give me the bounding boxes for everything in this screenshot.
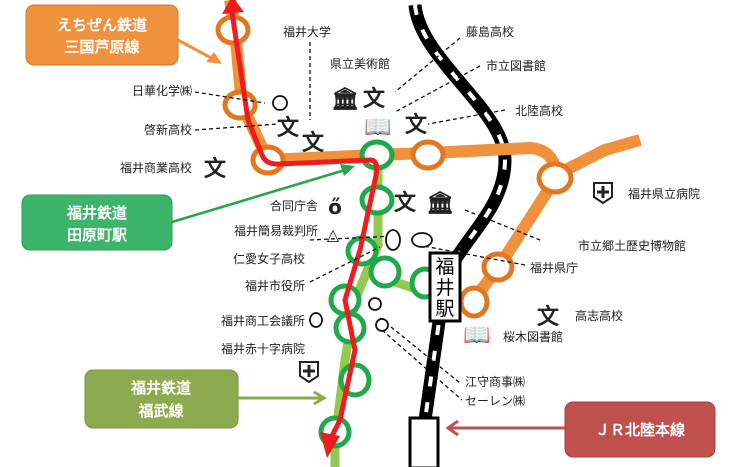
label-emori: 江守商事㈱ <box>465 374 525 389</box>
label-history-museum: 市立郷土歴史博物館 <box>578 238 686 253</box>
label-koshi-hs: 高志高校 <box>575 308 623 323</box>
company-icon <box>272 95 288 111</box>
label-fukui-univ: 福井大学 <box>283 24 331 39</box>
label-chamber: 福井商工会議所 <box>221 313 305 328</box>
label-nikka: 日華化学㈱ <box>132 83 192 98</box>
svg-text:福武線: 福武線 <box>137 402 183 420</box>
gov-office-icon: ő <box>328 195 342 219</box>
school-icon: 文 <box>537 304 560 330</box>
label-city-hall: 福井市役所 <box>245 278 305 293</box>
company-icon <box>375 318 389 332</box>
svg-text:井: 井 <box>435 277 454 299</box>
jr-callout: ＪＲ北陸本線 <box>445 401 716 458</box>
echizen-line-callout: えちぜん鉄道 三国芦原線 <box>25 4 222 66</box>
hospital-icon <box>593 182 613 205</box>
label-jinai-hs: 仁愛女子高校 <box>233 251 305 266</box>
svg-text:ＪＲ北陸本線: ＪＲ北陸本線 <box>595 421 685 439</box>
school-icon: 文 <box>302 130 325 156</box>
label-summary-court: 福井簡易裁判所 <box>234 223 318 238</box>
svg-text:駅: 駅 <box>435 298 454 320</box>
label-pref-office: 福井県庁 <box>530 260 578 275</box>
label-pref-hospital: 福井県立病院 <box>628 186 700 201</box>
tawaramachi-callout: 福井鉄道 田原町駅 <box>21 164 355 251</box>
label-commercial-hs: 福井商業高校 <box>120 160 192 175</box>
hospital-icon <box>299 361 319 384</box>
chamber-icon <box>309 312 323 328</box>
city-hall-icon <box>385 229 401 251</box>
school-icon: 文 <box>277 115 300 141</box>
school-icon: 文 <box>204 156 227 182</box>
library-icon: 📖 <box>463 323 490 348</box>
svg-text:福井鉄道: 福井鉄道 <box>66 204 127 222</box>
pref-office-icon <box>411 232 433 248</box>
label-keishin-hs: 啓新高校 <box>144 122 192 137</box>
museum-icon: 🏛 <box>331 86 359 112</box>
school-icon: 文 <box>405 112 428 138</box>
label-gov-bldg: 合同庁舎 <box>270 198 318 213</box>
label-fujishima-hs: 藤島高校 <box>466 24 514 39</box>
route-arrow <box>222 0 380 458</box>
museum-icon: 🏛 <box>426 190 454 216</box>
svg-text:福井鉄道: 福井鉄道 <box>130 379 191 397</box>
label-hokuriku-hs: 北陸高校 <box>515 103 563 118</box>
label-sakuragi-library: 桜木図書館 <box>503 329 563 344</box>
svg-text:福: 福 <box>435 256 454 278</box>
svg-text:えちぜん鉄道: えちぜん鉄道 <box>57 16 147 34</box>
fukubu-line <box>318 139 441 467</box>
court-icon: △ <box>327 225 340 244</box>
svg-text:田原町駅: 田原町駅 <box>67 226 128 244</box>
leader-lines <box>194 37 541 401</box>
fukui-station-label[interactable]: 福 井 駅 <box>428 251 462 323</box>
school-icon: 文 <box>394 190 417 216</box>
fukubu-callout: 福井鉄道 福武線 <box>84 369 327 429</box>
svg-text:三国芦原線: 三国芦原線 <box>64 38 139 56</box>
building-icons <box>272 95 433 332</box>
label-city-library: 市立図書館 <box>486 58 546 73</box>
label-art-museum: 県立美術館 <box>330 56 390 71</box>
school-icon: 文 <box>363 86 386 112</box>
library-icon: 📖 <box>364 115 391 140</box>
place-labels: 福井大学 県立美術館 藤島高校 市立図書館 北陸高校 日華化学㈱ 啓新高校 福井… <box>120 24 700 408</box>
company-icon <box>368 297 382 311</box>
label-red-cross: 福井赤十字病院 <box>221 341 305 356</box>
label-seiren: セーレン㈱ <box>465 394 525 408</box>
jr-track <box>408 3 512 467</box>
